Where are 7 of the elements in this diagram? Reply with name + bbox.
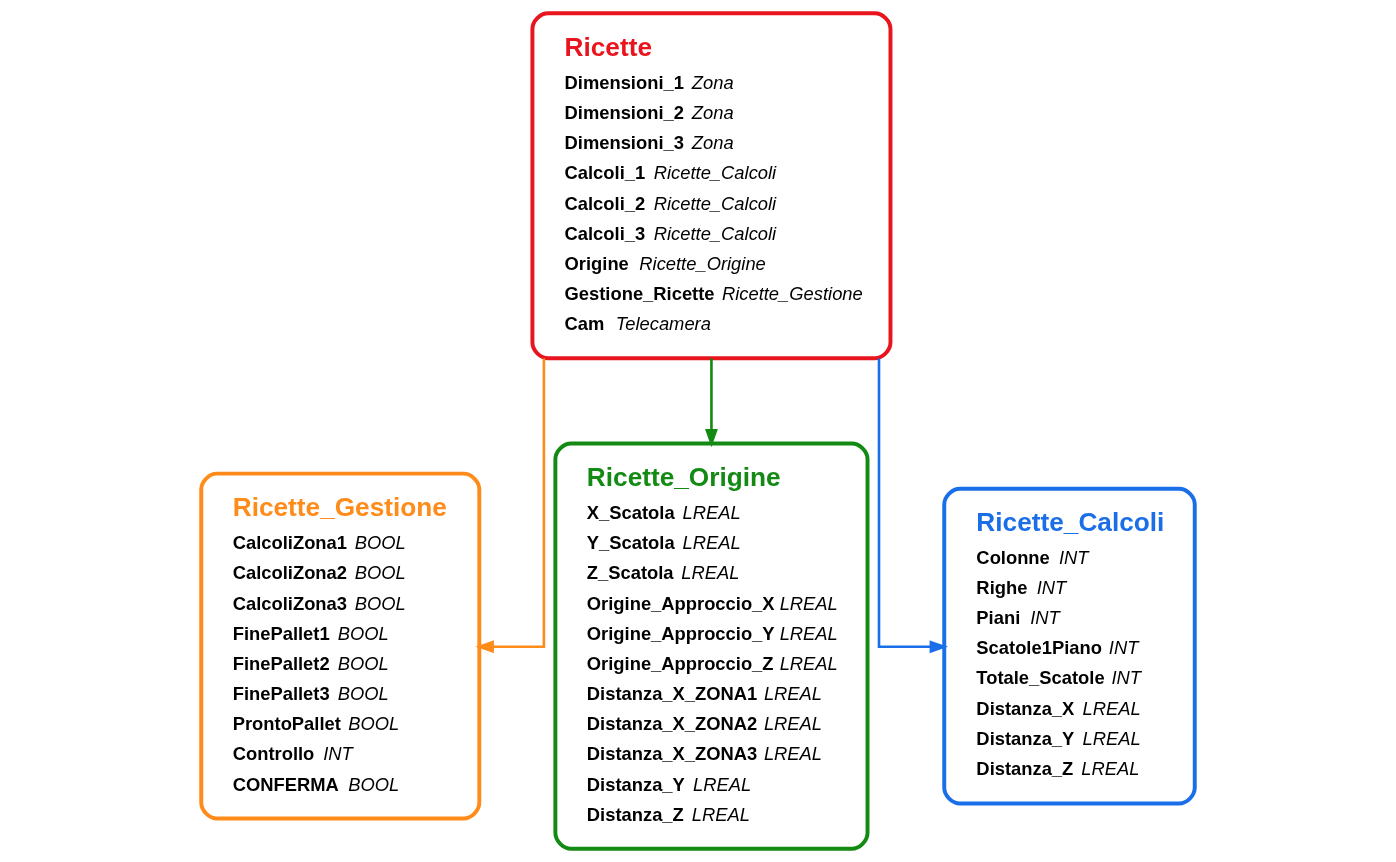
arrow bbox=[705, 358, 718, 448]
node-box: Ricette_Origine X_Scatola LREAL Y_Scatola LREAL Z_Scatola LREAL Origine_Approccio_X LREAL Origine_Approccio_Y LREAL Origine_Approccio_Z LREAL Distanza_X_ZONA1 LREAL Distanza_X_ZONA2 LREAL Distanza_X_ZONA3 LREAL Distanza_Y LREAL Distanza_Z LREAL bbox=[553, 441, 870, 851]
arrow bbox=[475, 358, 546, 654]
node-box: Ricette Dimensioni_1 Zona Dimensioni_2 Zona Dimensioni_3 Zona Calcoli_1 Ricette_Calcoli Calcoli_2 Ricette_Calcoli Calcoli_3 Ricette_Calcoli Origine Ricette_Origine Gestione_Ricette Ricette_Gestione Cam Telecamera bbox=[530, 11, 893, 361]
node-box: Ricette_Calcoli Colonne INT Righe INT Piani INT Scatole1Piano INT Totale_Scatole INT Distanza_X LREAL Distanza_Y LREAL Distanza_Z LREAL bbox=[942, 486, 1197, 806]
arrow bbox=[877, 358, 948, 654]
node-box: Ricette_Gestione CalcoliZona1 BOOL CalcoliZona2 BOOL CalcoliZona3 BOOL FinePallet1 BOOL FinePallet2 BOOL FinePallet3 BOOL ProntoPallet BOOL Controllo INT CONFERMA BOOL bbox=[199, 471, 482, 821]
